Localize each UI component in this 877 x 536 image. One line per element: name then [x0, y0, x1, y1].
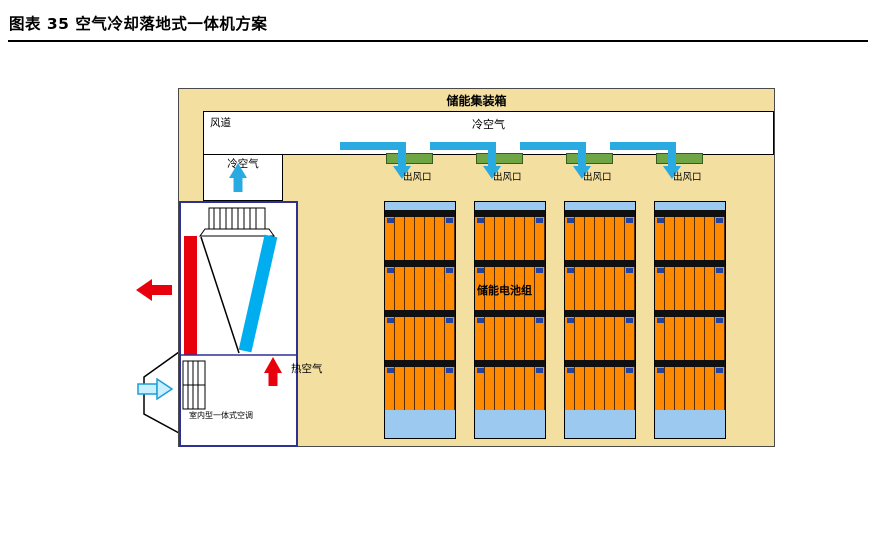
ac-internals — [181, 207, 296, 410]
module-separator — [655, 210, 725, 217]
air-outlet-label: 出风口 — [403, 172, 432, 183]
battery-rack — [564, 201, 636, 439]
battery-module — [385, 267, 455, 310]
air-outlet-vent — [476, 153, 523, 164]
battery-module — [565, 267, 635, 310]
module-separator — [565, 260, 635, 267]
battery-rack — [654, 201, 726, 439]
rack-top-cap — [385, 202, 455, 210]
battery-module — [475, 217, 545, 260]
module-separator — [655, 260, 725, 267]
storage-container-outline: 储能集装箱 风道 冷空气 冷空气 — [178, 88, 775, 447]
battery-module — [565, 217, 635, 260]
duct-cold-air-label: 冷空气 — [472, 118, 505, 131]
air-intake-right-arrow-icon — [137, 378, 174, 400]
module-separator — [565, 210, 635, 217]
battery-rack — [384, 201, 456, 439]
module-separator — [655, 310, 725, 317]
module-separator — [385, 210, 455, 217]
battery-module — [385, 317, 455, 360]
hot-air-exhaust-left-arrow-icon — [136, 279, 172, 301]
condenser-red-bar — [184, 236, 197, 355]
module-separator — [475, 260, 545, 267]
battery-module — [385, 367, 455, 410]
ac-unit-label: 室内型一体式空调 — [189, 411, 253, 420]
battery-module — [655, 317, 725, 360]
rack-top-cap — [475, 202, 545, 210]
battery-module — [655, 217, 725, 260]
duct-label: 风道 — [210, 117, 231, 129]
air-outlet-vent — [566, 153, 613, 164]
fan-grille-icon — [208, 207, 266, 230]
battery-module — [475, 317, 545, 360]
figure-title: 图表 35 空气冷却落地式一体机方案 — [9, 15, 268, 33]
hot-air-label: 热空气 — [291, 363, 323, 375]
battery-module — [475, 267, 545, 310]
rack-top-cap — [565, 202, 635, 210]
riser-cold-air-label: 冷空气 — [227, 158, 259, 170]
module-separator — [475, 360, 545, 367]
module-separator — [385, 310, 455, 317]
cold-air-riser: 冷空气 — [203, 155, 283, 201]
module-separator — [475, 310, 545, 317]
battery-group-label: 储能电池组 — [477, 284, 532, 297]
title-underline — [8, 40, 868, 42]
funnel-left-line — [200, 236, 240, 354]
container-label: 储能集装箱 — [446, 94, 507, 108]
module-separator — [475, 210, 545, 217]
air-outlet-vent — [386, 153, 433, 164]
ac-unit: 室内型一体式空调 — [179, 201, 298, 447]
module-separator — [565, 310, 635, 317]
battery-module — [565, 367, 635, 410]
fan-grille-lines — [213, 208, 257, 229]
module-separator — [655, 360, 725, 367]
rack-top-cap — [655, 202, 725, 210]
evaporator-coil-cyan — [238, 234, 278, 353]
fan-shroud — [199, 228, 275, 237]
air-intake-hood — [143, 350, 180, 435]
battery-module — [475, 367, 545, 410]
air-outlet-label: 出风口 — [673, 172, 702, 183]
module-separator — [565, 360, 635, 367]
air-outlet-vent — [656, 153, 703, 164]
battery-module — [655, 367, 725, 410]
air-duct: 风道 冷空气 — [203, 111, 774, 155]
air-outlet-label: 出风口 — [583, 172, 612, 183]
battery-module — [385, 217, 455, 260]
battery-module — [565, 317, 635, 360]
battery-module — [655, 267, 725, 310]
module-separator — [385, 260, 455, 267]
module-separator — [385, 360, 455, 367]
air-outlet-label: 出风口 — [493, 172, 522, 183]
battery-rack — [474, 201, 546, 439]
